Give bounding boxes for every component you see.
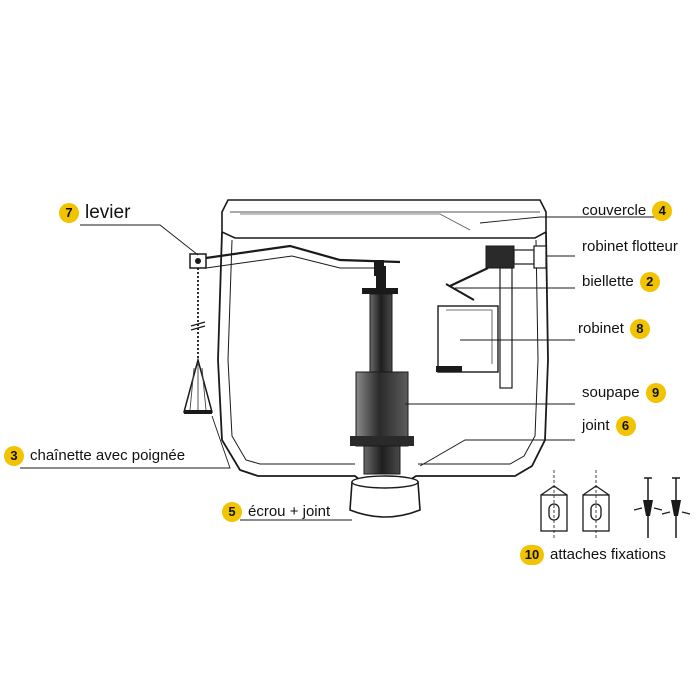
badge-soupape: 9 <box>646 383 666 403</box>
label-levier: 7 levier <box>59 203 130 223</box>
label-soupape: soupape 9 <box>582 383 666 403</box>
label-attaches: 10 attaches fixations <box>520 545 666 565</box>
label-joint-text: joint <box>582 417 610 435</box>
label-ecrou-text: écrou + joint <box>248 503 330 521</box>
label-chainette-text: chaînette avec poignée <box>30 447 185 465</box>
leader-lines <box>20 217 668 520</box>
badge-attaches: 10 <box>520 545 544 565</box>
chain-with-handle <box>184 268 212 414</box>
label-levier-text: levier <box>85 204 130 222</box>
label-robinet-text: robinet <box>578 320 624 338</box>
label-robinet: robinet 8 <box>578 319 650 339</box>
flush-valve <box>350 266 414 474</box>
label-soupape-text: soupape <box>582 384 640 402</box>
tank-lid <box>222 200 546 238</box>
label-couvercle-text: couvercle <box>582 202 646 220</box>
badge-levier: 7 <box>59 203 79 223</box>
float-valve <box>436 246 546 388</box>
fixing-attachments <box>541 470 690 540</box>
nut-and-seal <box>350 476 420 517</box>
label-attaches-text: attaches fixations <box>550 546 666 564</box>
label-robinet-flotteur: robinet flotteur <box>582 238 678 256</box>
label-biellette: biellette 2 <box>582 272 660 292</box>
badge-ecrou: 5 <box>222 502 242 522</box>
label-ecrou: 5 écrou + joint <box>222 502 330 522</box>
label-chainette: 3 chaînette avec poignée <box>4 446 185 466</box>
label-joint: joint 6 <box>582 416 636 436</box>
badge-robinet: 8 <box>630 319 650 339</box>
badge-biellette: 2 <box>640 272 660 292</box>
badge-couvercle: 4 <box>652 201 672 221</box>
badge-chainette: 3 <box>4 446 24 466</box>
label-robinet-flotteur-text: robinet flotteur <box>582 238 678 256</box>
badge-joint: 6 <box>616 416 636 436</box>
label-couvercle: couvercle 4 <box>582 201 672 221</box>
label-biellette-text: biellette <box>582 273 634 291</box>
